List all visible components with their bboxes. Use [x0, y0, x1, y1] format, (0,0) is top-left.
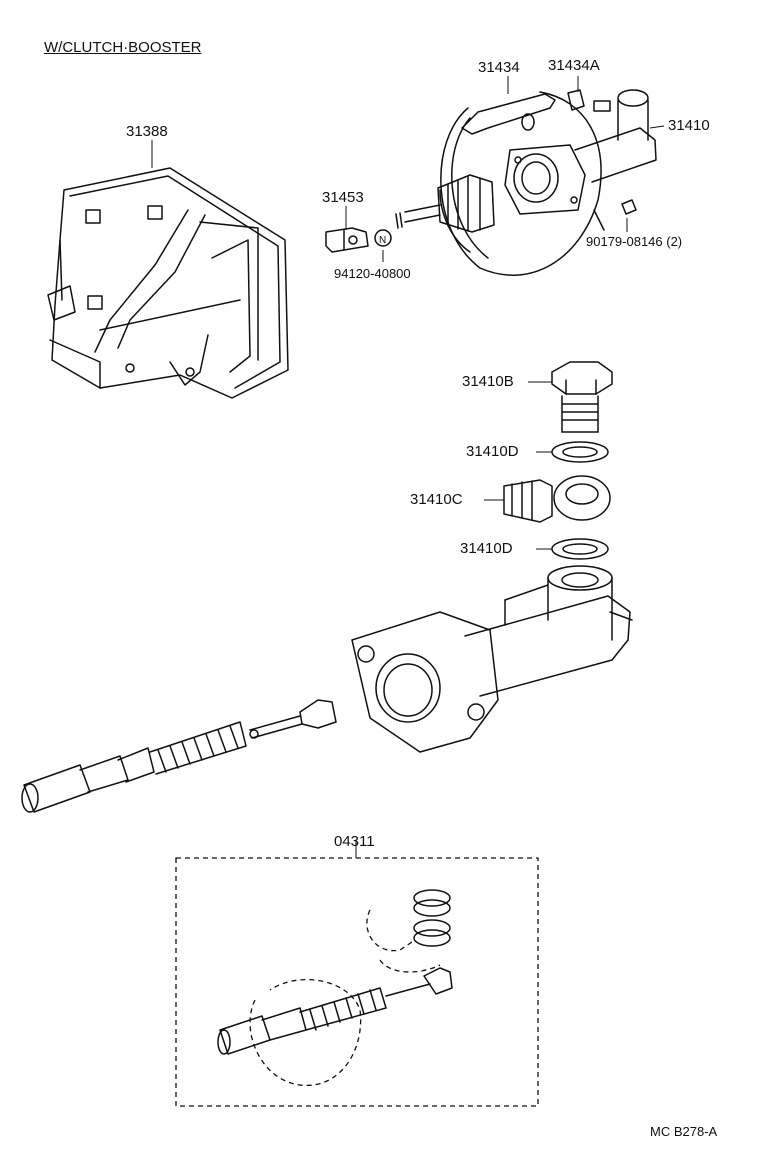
booster-illustration: [395, 89, 657, 276]
label-union-bolt: 31410B: [462, 373, 514, 390]
clevis-illustration: N: [325, 227, 392, 253]
union-bolt-illustration: [551, 361, 613, 433]
label-bracket: 31388: [126, 123, 168, 140]
repair-kit-illustration: [175, 840, 539, 1107]
label-clevis-nut: 94120-40800: [334, 266, 411, 281]
label-union: 31410C: [410, 491, 463, 508]
piston-assembly-illustration: [21, 699, 337, 813]
gasket-illustration: [551, 441, 609, 560]
label-repair-kit: 04311: [334, 833, 375, 850]
bracket-illustration: [47, 167, 289, 399]
label-gasket-lower: 31410D: [460, 540, 513, 557]
diagram-title: W/CLUTCH·BOOSTER: [44, 39, 202, 56]
label-booster-hose: 31434: [478, 59, 520, 76]
leader-lines: [151, 76, 665, 550]
svg-text:N: N: [379, 235, 386, 246]
reference-code: MC B278-A: [650, 1124, 718, 1139]
label-hose-clip: 31434A: [548, 57, 600, 74]
label-clevis: 31453: [322, 189, 364, 206]
label-gasket-upper: 31410D: [466, 443, 519, 460]
label-mount-nut: 90179-08146 (2): [586, 234, 683, 249]
label-master-cylinder: 31410: [668, 117, 710, 134]
union-illustration: [503, 475, 611, 523]
master-cylinder-illustration: [351, 565, 633, 753]
